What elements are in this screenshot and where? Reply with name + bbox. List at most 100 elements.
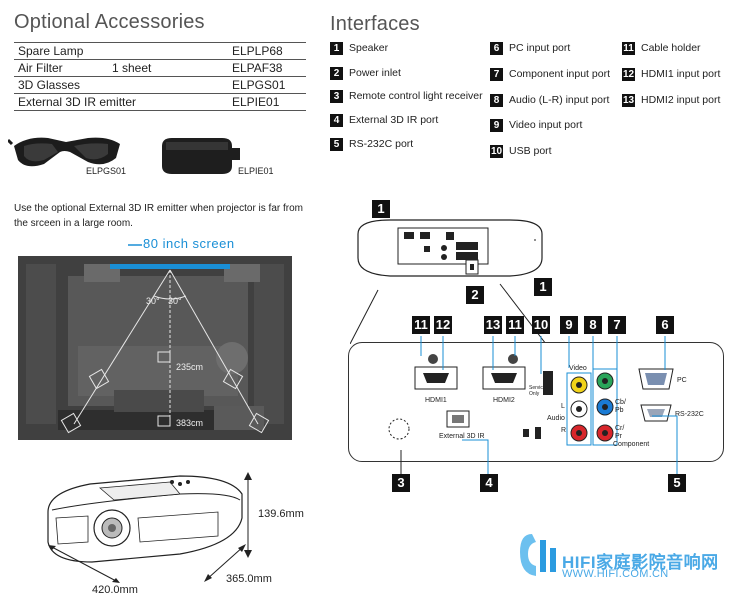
interfaces-title: Interfaces — [330, 13, 420, 35]
video-label: Video — [569, 365, 587, 372]
cb-pb-label: Cb/ Pb — [615, 399, 626, 414]
watermark-title: HIFI家庭影院音响网 — [562, 553, 719, 572]
height-dimension-arrow — [244, 472, 252, 558]
accessory-code: ELPAF38 — [232, 61, 283, 75]
accessory-code: ELPLP68 — [232, 44, 283, 58]
emitter-note: Use the optional External 3D IR emitter … — [14, 203, 304, 229]
distance-383-label: 383cm — [176, 418, 204, 428]
interface-item: 7 Component input port — [490, 66, 610, 82]
number-badge: 2 — [330, 66, 343, 80]
rear-panel-detail: HDMI1 HDMI2 Service Only Video Audio L R… — [348, 342, 724, 462]
hdmi1-label: HDMI1 — [425, 397, 447, 404]
callout-badge-2: 2 — [466, 286, 484, 304]
interface-item: 6 PC input port — [490, 40, 570, 56]
number-badge: 4 — [330, 113, 343, 127]
room-floorplan — [18, 256, 292, 440]
callout-badge-1: 1 — [372, 200, 390, 218]
ext-3d-ir-label: External 3D IR — [439, 433, 485, 440]
component-label: Component — [613, 441, 650, 448]
ir-emitter-illustration — [162, 138, 240, 174]
table-row: Air Filter 1 sheet ELPAF38 — [14, 60, 306, 77]
audio-r-label: R — [561, 427, 567, 434]
number-badge: 9 — [490, 118, 503, 132]
rs232c-label: RS-232C — [675, 411, 704, 418]
callout-badge-11: 11 — [506, 316, 524, 334]
interface-label: Video input port — [509, 119, 583, 131]
callout-badge-9: 9 — [560, 316, 578, 334]
number-badge: 6 — [490, 41, 503, 55]
number-badge: 10 — [490, 144, 503, 158]
accessories-title: Optional Accessories — [14, 11, 205, 33]
interface-item: 12 HDMI1 input port — [622, 66, 720, 82]
number-badge: 11 — [622, 41, 635, 55]
interface-label: Audio (L-R) input port — [509, 94, 610, 106]
distance-235-label: 235cm — [176, 362, 204, 372]
room-diagram: 30° 30° 235cm 383cm — [18, 256, 292, 440]
interface-item: 9 Video input port — [490, 117, 582, 133]
interface-item: 3 Remote control light receiver — [330, 88, 483, 104]
interface-label: Remote control light receiver — [349, 90, 483, 102]
interface-label: HDMI2 input port — [641, 94, 721, 106]
callout-badge-8: 8 — [584, 316, 602, 334]
table-row: 3D Glasses ELPGS01 — [14, 77, 306, 94]
interface-label: Cable holder — [641, 42, 701, 54]
callout-badge-13: 13 — [484, 316, 502, 334]
interface-item: 1 Speaker — [330, 40, 388, 56]
callout-badge-6: 6 — [656, 316, 674, 334]
accessories-table: Spare Lamp ELPLP68 Air Filter 1 sheet EL… — [14, 42, 306, 111]
callout-badge-1: 1 — [534, 278, 552, 296]
callout-badge-3: 3 — [392, 474, 410, 492]
interface-label: RS-232C port — [349, 138, 414, 150]
accessory-name: Spare Lamp — [18, 44, 84, 58]
number-badge: 8 — [490, 93, 503, 107]
callout-badge-5: 5 — [668, 474, 686, 492]
cr-pr-label: Cr/ Pr — [615, 425, 625, 440]
interface-label: USB port — [509, 145, 552, 157]
accessory-code: ELPGS01 — [232, 78, 286, 92]
table-row: External 3D IR emitter ELPIE01 — [14, 94, 306, 111]
accessory-name: External 3D IR emitter — [18, 95, 137, 109]
accessory-code: ELPIE01 — [232, 95, 280, 109]
accessory-qty: 1 sheet — [112, 61, 152, 75]
projector-rear-view — [350, 219, 547, 344]
callout-leader-lines — [400, 336, 678, 474]
interface-item: 11 Cable holder — [622, 40, 701, 56]
audio-l-label: L — [561, 403, 565, 410]
watermark-url: WWW.HIFI.COM.CN — [562, 568, 669, 580]
audio-label: Audio — [547, 415, 565, 422]
hdmi2-label: HDMI2 — [493, 397, 515, 404]
interface-item: 13 HDMI2 input port — [622, 92, 720, 108]
callout-badge-12: 12 — [434, 316, 452, 334]
callout-badge-11: 11 — [412, 316, 430, 334]
number-badge: 13 — [622, 93, 635, 107]
glasses-label: ELPGS01 — [86, 166, 127, 176]
number-badge: 5 — [330, 137, 343, 151]
number-badge: 3 — [330, 89, 343, 103]
table-row: Spare Lamp ELPLP68 — [14, 42, 306, 60]
width-dimension: 420.0mm — [92, 584, 138, 596]
number-badge: 1 — [330, 41, 343, 55]
callout-badge-4: 4 — [480, 474, 498, 492]
interface-label: Speaker — [349, 42, 389, 54]
angle-left-label: 30° — [146, 296, 160, 306]
number-badge: 7 — [490, 67, 503, 81]
accessory-name: Air Filter — [18, 61, 63, 75]
callout-badge-7: 7 — [608, 316, 626, 334]
projector-dimension-drawing — [47, 475, 246, 583]
depth-dimension: 365.0mm — [226, 573, 272, 585]
screen-size-label: 80 inch screen — [143, 236, 235, 251]
interface-item: 10 USB port — [490, 143, 552, 159]
interface-item: 8 Audio (L-R) input port — [490, 92, 609, 108]
interface-label: PC input port — [509, 42, 571, 54]
interface-label: HDMI1 input port — [641, 68, 721, 80]
interface-label: Component input port — [509, 68, 610, 80]
rear-panel-ports — [388, 354, 674, 446]
number-badge: 12 — [622, 67, 635, 81]
callout-badge-10: 10 — [532, 316, 550, 334]
angle-right-label: 30° — [168, 296, 182, 306]
emitter-label: ELPIE01 — [238, 166, 274, 176]
hifi-logo-icon — [520, 534, 556, 576]
height-dimension: 139.6mm — [258, 508, 304, 520]
